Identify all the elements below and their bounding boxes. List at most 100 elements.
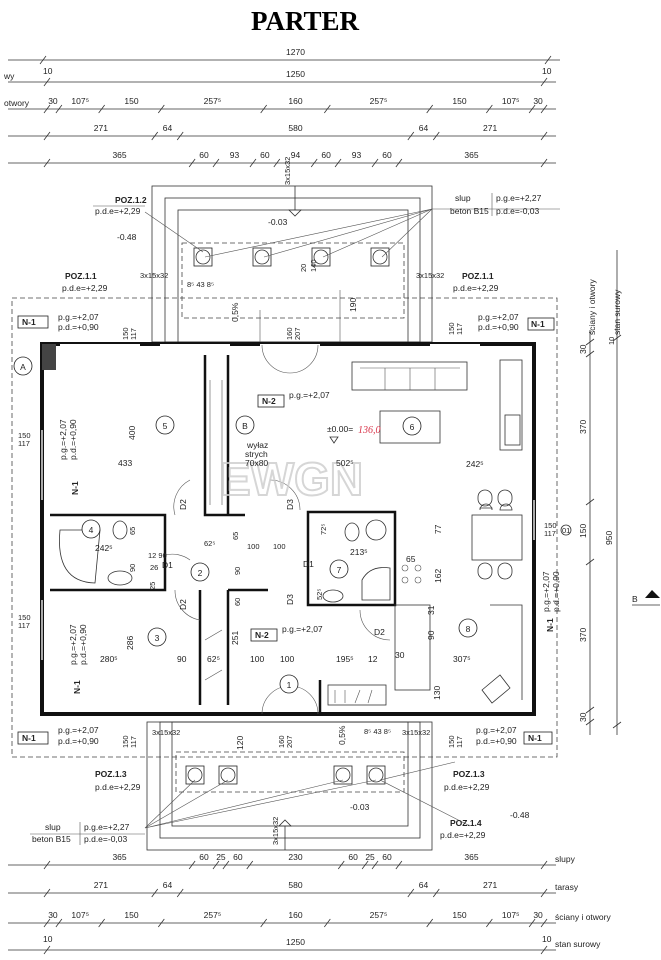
attic-hatch-label: strych [245,449,268,459]
dimension-value: 1270 [286,47,305,57]
dimension-chain: 1270 [8,47,560,65]
window-size-label: 117 [129,328,138,340]
elevation-label: -0.03 [350,802,370,812]
axis-label: B [242,421,248,431]
room-5: 5 [155,415,175,435]
sink-icon [107,570,133,586]
room-1: 1 [279,674,299,694]
dim-label: 400 [127,426,137,440]
dimension-value: 365 [112,150,126,160]
dimension-value: 370 [578,420,588,434]
pg-label: p.g.=+2,07 [478,312,519,322]
dim-label: 90 [426,630,436,640]
pde-label: p.d.e=+2,29 [444,782,490,792]
window-size-label: 117 [18,439,30,448]
dimension-value: 150 [124,910,138,920]
poz-label: POZ.1.2 [115,195,147,205]
room-6: 6 [402,416,422,436]
dimension-value: 150 [578,524,588,538]
dim-label: 72⁵ [319,524,328,535]
stove-icon [401,564,409,572]
dimension-value: 60 [233,852,243,862]
dimension-row-label: stan surowy [555,939,601,949]
axis-marker-b: B [235,415,255,435]
door-type-label: D2 [178,499,188,510]
dim-label: 12 [368,654,378,664]
stairs-label: 3x15x32 [152,728,180,737]
dimension-value: 1250 [286,69,305,79]
pg-label: p.g.=+2,07 [282,624,323,634]
dim-label: 12 90 [148,551,167,560]
pg-label: p.g.=+2,07 [68,624,78,665]
stairs-label: 3x15x32 [402,728,430,737]
section-label: B [632,594,638,604]
door-size-label: 160 [277,735,286,748]
dim-label: 90 [128,564,137,572]
dim-label: 502⁵ [336,458,354,468]
tv-icon [504,414,521,446]
door-type-label: D2 [178,599,188,610]
column-icon [185,765,205,785]
lintel-label: N-1 [22,317,36,327]
window-tag: 01 [562,526,570,535]
dim-label: 8⁵ 43 8⁵ [364,727,391,736]
dimension-value: 64 [419,880,429,890]
section-marker-b: B [632,590,660,606]
dimension-value: 580 [288,123,302,133]
elevation-label: -0.48 [117,232,137,242]
window-size-label: 117 [544,529,556,538]
dim-label: 90 [177,654,187,664]
bathtub-icon [59,529,101,584]
dimension-value: 271 [94,880,108,890]
dim-label: 100 [273,542,286,551]
pd-label: p.d.=+0,90 [478,322,519,332]
dimension-row-label: slupy [555,854,576,864]
dimension-row-label: tarasy [555,882,579,892]
pg-label: p.g.=+2,07 [541,571,551,612]
pg-label: p.g.=+2,07 [58,419,68,460]
hatched-corner [42,344,56,370]
column-icon [366,765,386,785]
elevation-label: -0.48 [510,810,530,820]
pg-label: p.g.=+2,07 [289,390,330,400]
pde-label: p.d.e=+2,29 [62,283,108,293]
level-triangle-icon [329,436,339,444]
roof-outline [11,297,558,758]
stairs-label: 3x15x32 [140,271,168,280]
dim-label: 140 [309,259,318,272]
door-size-label: 160 [285,327,294,340]
dimension-value: 94 [291,150,301,160]
dimension-value: 107⁵ [502,910,520,920]
stairs-label: 3x15x32 [283,157,292,185]
elevation-label: -0.03 [268,217,288,227]
dimension-value: 64 [419,123,429,133]
section-arrow-icon [645,590,660,598]
dim-label: 26 [150,563,158,572]
building-walls [40,342,536,716]
axis-label: A [20,362,26,372]
dimension-value: 60 [321,150,331,160]
dimension-value: 10 [607,337,616,345]
kitchen-counter [394,604,431,691]
dimension-value: 365 [464,852,478,862]
pde-label: p.d.e=+2,29 [453,283,499,293]
pde-label: p.d.e=+2,29 [95,782,141,792]
dim-label: 130 [432,686,442,700]
lintel-label: N-1 [545,618,555,632]
dimension-value: 257⁵ [204,96,222,106]
dimension-value: 10 [43,934,53,944]
dim-label: 100 [247,542,260,551]
dim-label: 100 [280,654,294,664]
concrete-label: beton B15 [450,206,489,216]
column-icon [193,247,213,267]
attic-hatch-size: 70x80 [245,458,268,468]
dimension-value: 370 [578,628,588,642]
dimension-value: 271 [483,880,497,890]
dim-label: 25 [148,582,157,590]
door-size-label: 207 [285,735,294,748]
column-icon [218,765,238,785]
window-size-label: 150 [447,735,456,748]
dimension-value: 60 [348,852,358,862]
dimension-value: 64 [163,880,173,890]
lintel-label: N-2 [262,396,276,406]
